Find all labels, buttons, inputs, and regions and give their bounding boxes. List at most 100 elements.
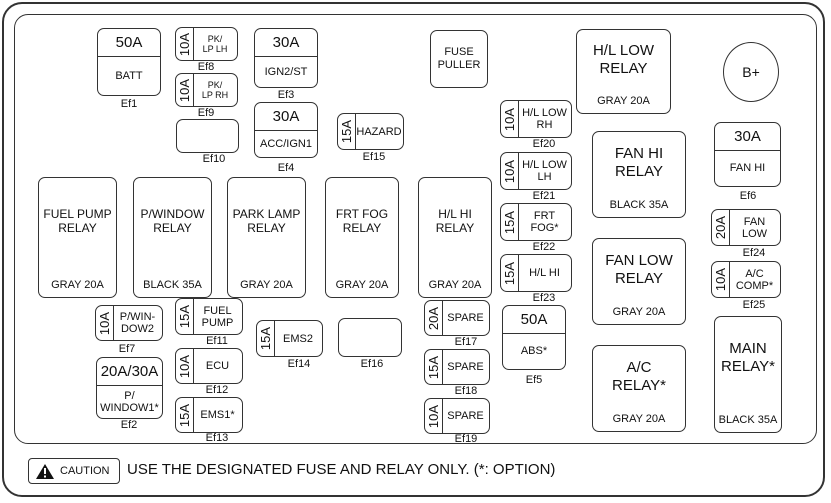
fuse-label: HAZARD [356, 125, 402, 138]
fuse-ef8[interactable]: 10A PK/ LP LH [175, 27, 238, 61]
fuse-amperage: 15A [257, 321, 275, 356]
fuse-ef9[interactable]: 10A PK/ LP RH [175, 73, 238, 107]
fuse-ef5[interactable]: 50A ABS* [502, 305, 566, 370]
relay-label: P/WINDOW RELAY [140, 206, 205, 235]
fuse-code-label: Ef22 [532, 241, 556, 253]
fuse-code-label: Ef9 [197, 107, 215, 119]
fuse-code-label: Ef1 [120, 98, 138, 110]
fuse-label: EMS1* [200, 409, 235, 421]
fuse-code-label: Ef19 [454, 433, 478, 445]
fuse-amperage: 10A [176, 74, 194, 106]
b-plus-label: B+ [742, 64, 760, 80]
fuse-label: PK/ LP RH [201, 80, 229, 100]
fuse-box-outline [2, 2, 825, 497]
fuse-ef13[interactable]: 15A EMS1* [175, 397, 243, 433]
fan-low-relay[interactable]: FAN LOW RELAY GRAY 20A [592, 238, 686, 325]
fuse-code-label: Ef12 [205, 384, 229, 396]
fuse-code-label: Ef6 [739, 190, 757, 202]
caution-label: CAUTION [60, 465, 110, 477]
fuse-code-label: Ef2 [120, 419, 138, 431]
fuse-label: A/C COMP* [735, 267, 774, 292]
fuse-code-label: Ef21 [532, 190, 556, 202]
fuse-code-label: Ef25 [742, 299, 766, 311]
fuse-label: SPARE [447, 361, 484, 373]
fuse-code-label: Ef18 [454, 385, 478, 397]
fuse-amperage: 50A [503, 306, 565, 334]
relay-rating: GRAY 20A [428, 279, 482, 291]
fuse-label: P/WIN- DOW2 [119, 311, 156, 335]
fuse-amperage: 10A [176, 349, 194, 383]
fuse-puller[interactable]: FUSE PULLER [430, 30, 488, 88]
relay-rating: GRAY 20A [240, 279, 293, 291]
relay-rating: GRAY 20A [597, 95, 650, 107]
relay-label: FAN LOW RELAY [605, 251, 673, 287]
fuse-code-label: Ef16 [360, 358, 384, 370]
empty-slot-ef16[interactable] [338, 318, 402, 357]
fuse-label: ABS* [520, 345, 548, 357]
fuse-label: H/L HI [529, 267, 560, 279]
fuse-code-label: Ef11 [206, 335, 228, 347]
fuse-ef1[interactable]: 50A BATT [97, 28, 161, 96]
caution-badge: CAUTION [28, 458, 120, 484]
fuse-label: SPARE [447, 410, 484, 422]
fuse-label: EMS2 [283, 332, 313, 345]
fuse-amperage: 15A [176, 299, 194, 334]
fuse-code-label: Ef10 [202, 153, 226, 165]
b-plus-terminal: B+ [723, 42, 779, 102]
empty-slot-ef10[interactable] [176, 119, 239, 153]
relay-rating: GRAY 20A [612, 413, 666, 425]
main-relay[interactable]: MAIN RELAY*BLACK 35A [714, 316, 782, 433]
fuse-code-label: Ef14 [287, 358, 311, 370]
fuse-amperage: 10A [501, 153, 519, 189]
fuse-amperage: 30A [255, 29, 317, 57]
hl-hi-relay[interactable]: H/L HI RELAY GRAY 20A [418, 177, 492, 298]
fuse-label: BATT [115, 69, 143, 82]
fuse-amperage: 15A [176, 398, 194, 432]
relay-rating: GRAY 20A [612, 306, 666, 318]
relay-rating: GRAY 20A [335, 279, 389, 291]
fuse-code-label: Ef13 [205, 432, 229, 444]
fuse-amperage: 10A [176, 28, 194, 60]
fuse-code-label: Ef8 [197, 61, 215, 73]
relay-label: H/L HI RELAY [435, 206, 475, 235]
fuse-label: PK/ LP LH [202, 34, 228, 54]
caution-text: USE THE DESIGNATED FUSE AND RELAY ONLY. … [127, 461, 556, 478]
fuse-label: FAN HI [729, 162, 766, 174]
fuse-code-label: Ef5 [525, 374, 543, 386]
fuse-ef14[interactable]: 15A EMS2 [256, 320, 323, 357]
fuse-label: FRT FOG* [530, 210, 559, 234]
fuse-box-panel [14, 14, 817, 444]
ac-relay[interactable]: A/C RELAY*GRAY 20A [592, 345, 686, 432]
relay-rating: BLACK 35A [609, 199, 669, 211]
fuse-amperage: 15A [338, 114, 356, 149]
fuse-code-label: Ef23 [532, 292, 556, 304]
fuse-amperage: 15A [501, 255, 519, 291]
fuse-amperage: 50A [98, 29, 160, 57]
fuse-ef23[interactable]: 15A H/L HI [500, 254, 572, 292]
relay-label: MAIN RELAY* [721, 340, 775, 376]
fuse-amperage: 20A [712, 210, 730, 245]
fuse-amperage: 30A [255, 103, 317, 131]
